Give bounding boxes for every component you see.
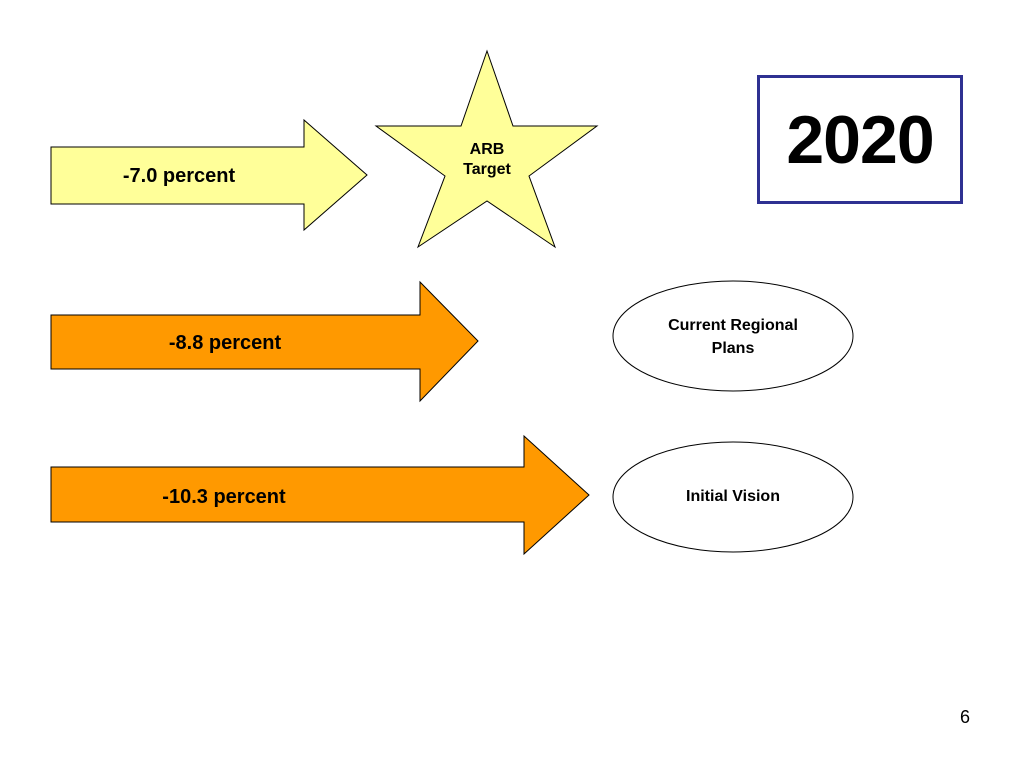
arrow-3-label: -10.3 percent [162, 486, 286, 508]
ellipse-1-label-line1: Current Regional [668, 317, 798, 334]
star-label-line2: Target [463, 161, 511, 178]
current-regional-plans-ellipse [612, 280, 854, 392]
arrow-3 [50, 434, 590, 556]
arrow-2 [50, 280, 479, 403]
ellipse-2-label-line1: Initial Vision [686, 488, 780, 505]
star-label-line1: ARB [469, 141, 505, 158]
arb-target-star [374, 49, 599, 249]
page-number: 6 [959, 707, 970, 727]
arrow-2-label: -8.8 percent [168, 332, 282, 354]
initial-vision-ellipse [612, 441, 854, 553]
ellipse-1-label-line2: Plans [711, 340, 755, 357]
year-box: 2020 [757, 75, 963, 204]
arrow-1-label: -7.0 percent [122, 165, 236, 187]
year-label: 2020 [786, 101, 934, 178]
arrow-1 [50, 118, 368, 232]
